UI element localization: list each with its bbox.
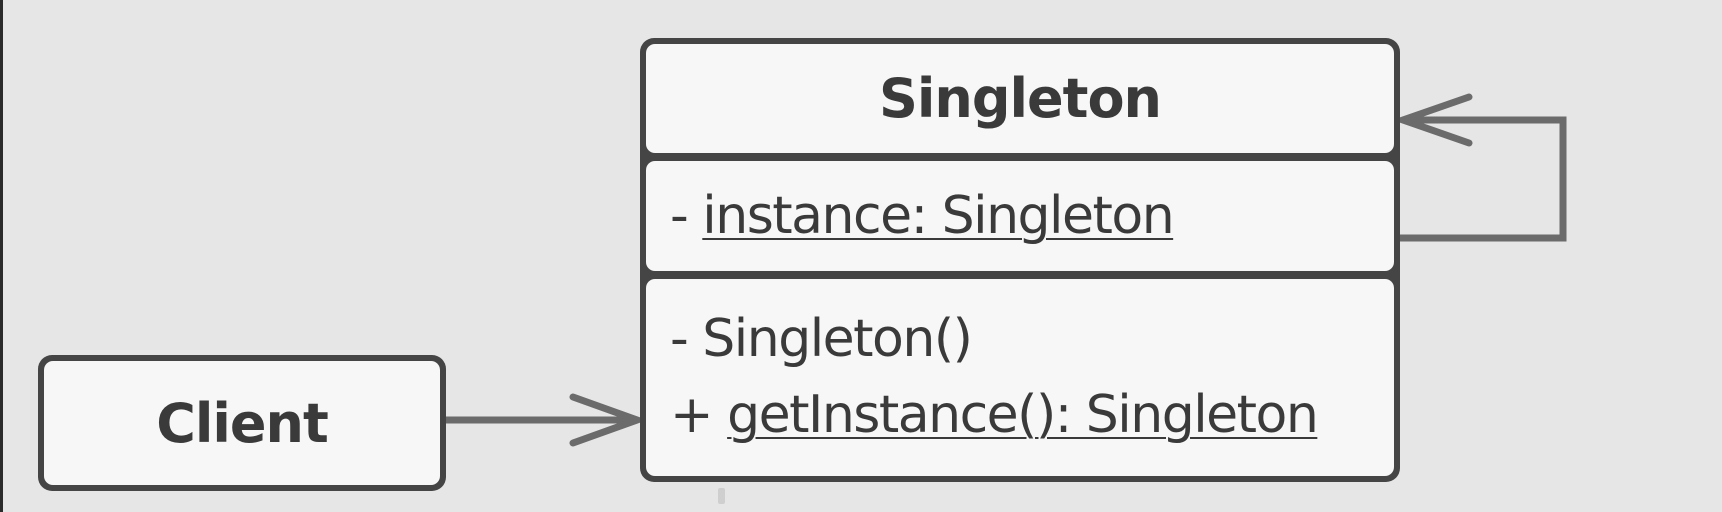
attribute-visibility: -: [670, 186, 689, 246]
operation-text: getInstance(): Singleton: [727, 385, 1319, 445]
client-class-box[interactable]: Client: [38, 355, 446, 491]
window-edge: [0, 0, 3, 512]
attribute-text: instance: Singleton: [702, 186, 1174, 246]
operation-visibility: -: [670, 309, 689, 369]
client-class-name: Client: [156, 391, 329, 455]
self-association-line: [1398, 116, 1567, 242]
client-name-compartment: Client: [44, 361, 440, 485]
singleton-attributes-compartment: - instance: Singleton: [646, 161, 1394, 271]
singleton-class-box[interactable]: Singleton - instance: Singleton - Single…: [640, 38, 1400, 482]
singleton-operations-compartment: - Singleton() + getInstance(): Singleton: [646, 279, 1394, 476]
operation-text: Singleton(): [702, 309, 973, 369]
operation-constructor: - Singleton(): [670, 301, 1394, 377]
self-association-arrowhead: [1392, 93, 1473, 147]
attribute-instance: - instance: Singleton: [670, 178, 1175, 254]
resize-handle[interactable]: [718, 488, 725, 504]
singleton-name-compartment: Singleton: [646, 44, 1394, 153]
operation-visibility: +: [670, 385, 714, 445]
singleton-class-name: Singleton: [879, 67, 1162, 130]
client-dependency-arrowhead: [569, 393, 648, 447]
operation-get-instance: + getInstance(): Singleton: [670, 377, 1394, 453]
